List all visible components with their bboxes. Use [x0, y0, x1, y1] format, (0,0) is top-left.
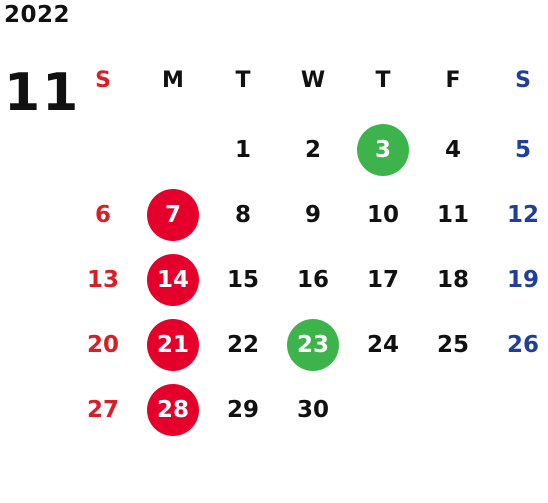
month-number: 11	[4, 63, 81, 123]
day-cell[interactable]: 8	[234, 202, 251, 228]
day-cell[interactable]: 24	[366, 332, 399, 358]
day-cell[interactable]: 2	[304, 137, 321, 163]
day-cell[interactable]: 5	[514, 137, 531, 163]
weekday-label: T	[375, 67, 391, 93]
day-cell[interactable]: 13	[86, 267, 119, 293]
day-cell[interactable]: 29	[226, 397, 259, 423]
weekday-label: M	[162, 67, 184, 93]
day-cell[interactable]: 9	[304, 202, 321, 228]
day-cell[interactable]: 30	[296, 397, 329, 423]
weekday-label: W	[300, 67, 326, 93]
year-label: 2022	[4, 2, 71, 28]
day-cell[interactable]: 4	[444, 137, 461, 163]
day-cell[interactable]: 17	[366, 267, 399, 293]
day-cell[interactable]: 11	[436, 202, 469, 228]
day-cell[interactable]: 12	[506, 202, 539, 228]
day-cell[interactable]: 26	[506, 332, 539, 358]
weekday-label: F	[445, 67, 461, 93]
day-cell-holiday[interactable]: 28	[147, 384, 199, 436]
weekday-label: S	[95, 67, 111, 93]
day-cell-holiday[interactable]: 14	[147, 254, 199, 306]
day-cell[interactable]: 22	[226, 332, 259, 358]
day-cell-holiday[interactable]: 21	[147, 319, 199, 371]
weekday-label: T	[235, 67, 251, 93]
day-cell[interactable]: 15	[226, 267, 259, 293]
day-cell[interactable]: 19	[506, 267, 539, 293]
weekday-label: S	[515, 67, 531, 93]
day-cell-event[interactable]: 3	[357, 124, 409, 176]
day-cell[interactable]: 25	[436, 332, 469, 358]
day-cell-holiday[interactable]: 7	[147, 189, 199, 241]
day-cell[interactable]: 27	[86, 397, 119, 423]
day-cell-event[interactable]: 23	[287, 319, 339, 371]
day-cell[interactable]: 20	[86, 332, 119, 358]
day-cell[interactable]: 6	[94, 202, 111, 228]
day-cell[interactable]: 10	[366, 202, 399, 228]
day-cell[interactable]: 1	[234, 137, 251, 163]
day-cell[interactable]: 16	[296, 267, 329, 293]
day-cell[interactable]: 18	[436, 267, 469, 293]
